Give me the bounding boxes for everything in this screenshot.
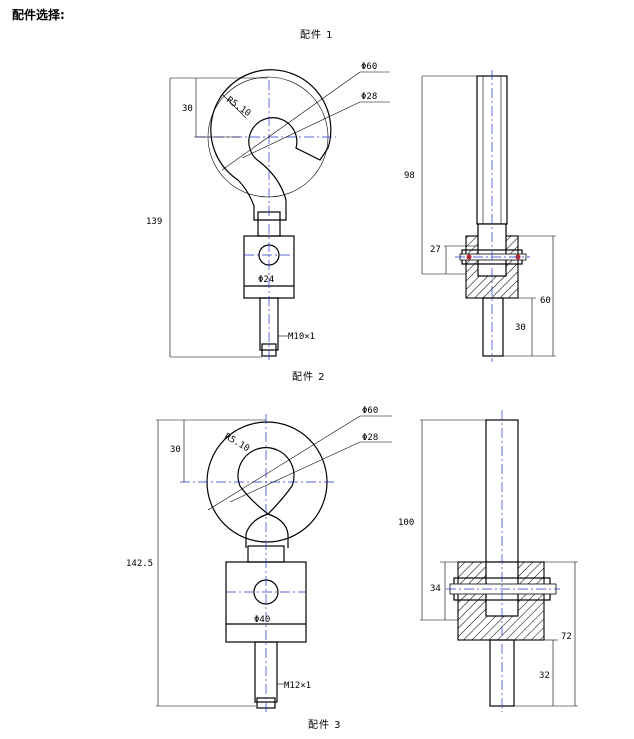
dim-radius-1: R5.10 (224, 95, 252, 119)
dim-thread-2: M12×1 (284, 681, 311, 691)
dim-outer-1: Φ60 (361, 62, 377, 72)
side-stub-1 (482, 297, 504, 357)
dim-bore-2: Φ40 (254, 615, 270, 625)
dim-side-block-2: 34 (430, 584, 441, 594)
dim-side-lower-2: 72 (561, 632, 572, 642)
part-2-front-view: Φ60 Φ28 30 142.5 R5.10 Φ40 M12×1 (126, 406, 392, 712)
dim-radius-2: R5.10 (223, 432, 251, 454)
caption-part-1: 配件 1 (300, 30, 334, 41)
hook-outline-1 (210, 69, 332, 221)
dim-offset-1: 30 (182, 104, 193, 114)
ring-inner-2 (237, 447, 295, 515)
dim-total-2: 142.5 (126, 559, 153, 569)
dim-inner-2: Φ28 (362, 433, 378, 443)
part-1-side-view: 98 27 60 30 (404, 70, 556, 362)
dim-side-stub-1: 30 (515, 323, 526, 333)
dim-thread-1: M10×1 (288, 332, 315, 342)
caption-part-3: 配件 3 (308, 720, 342, 731)
caption-part-2: 配件 2 (292, 372, 326, 383)
dim-inner-1: Φ28 (361, 92, 377, 102)
dim-total-1: 139 (146, 217, 162, 227)
part-1-front-view: Φ60 Φ28 30 139 R5.10 Φ24 M10×1 (146, 62, 390, 362)
dim-side-lower-1: 60 (540, 296, 551, 306)
dim-offset-2: 30 (170, 445, 181, 455)
dim-outer-2: Φ60 (362, 406, 378, 416)
dim-side-block-1: 27 (430, 245, 441, 255)
dim-side-height-2: 100 (398, 518, 414, 528)
dim-bore-1: Φ24 (258, 275, 274, 285)
dim-side-stub-2: 32 (539, 671, 550, 681)
dim-side-height-1: 98 (404, 171, 415, 181)
page-heading: 配件选择: (12, 8, 65, 22)
part-2-side-view: 100 34 72 32 (398, 410, 578, 712)
